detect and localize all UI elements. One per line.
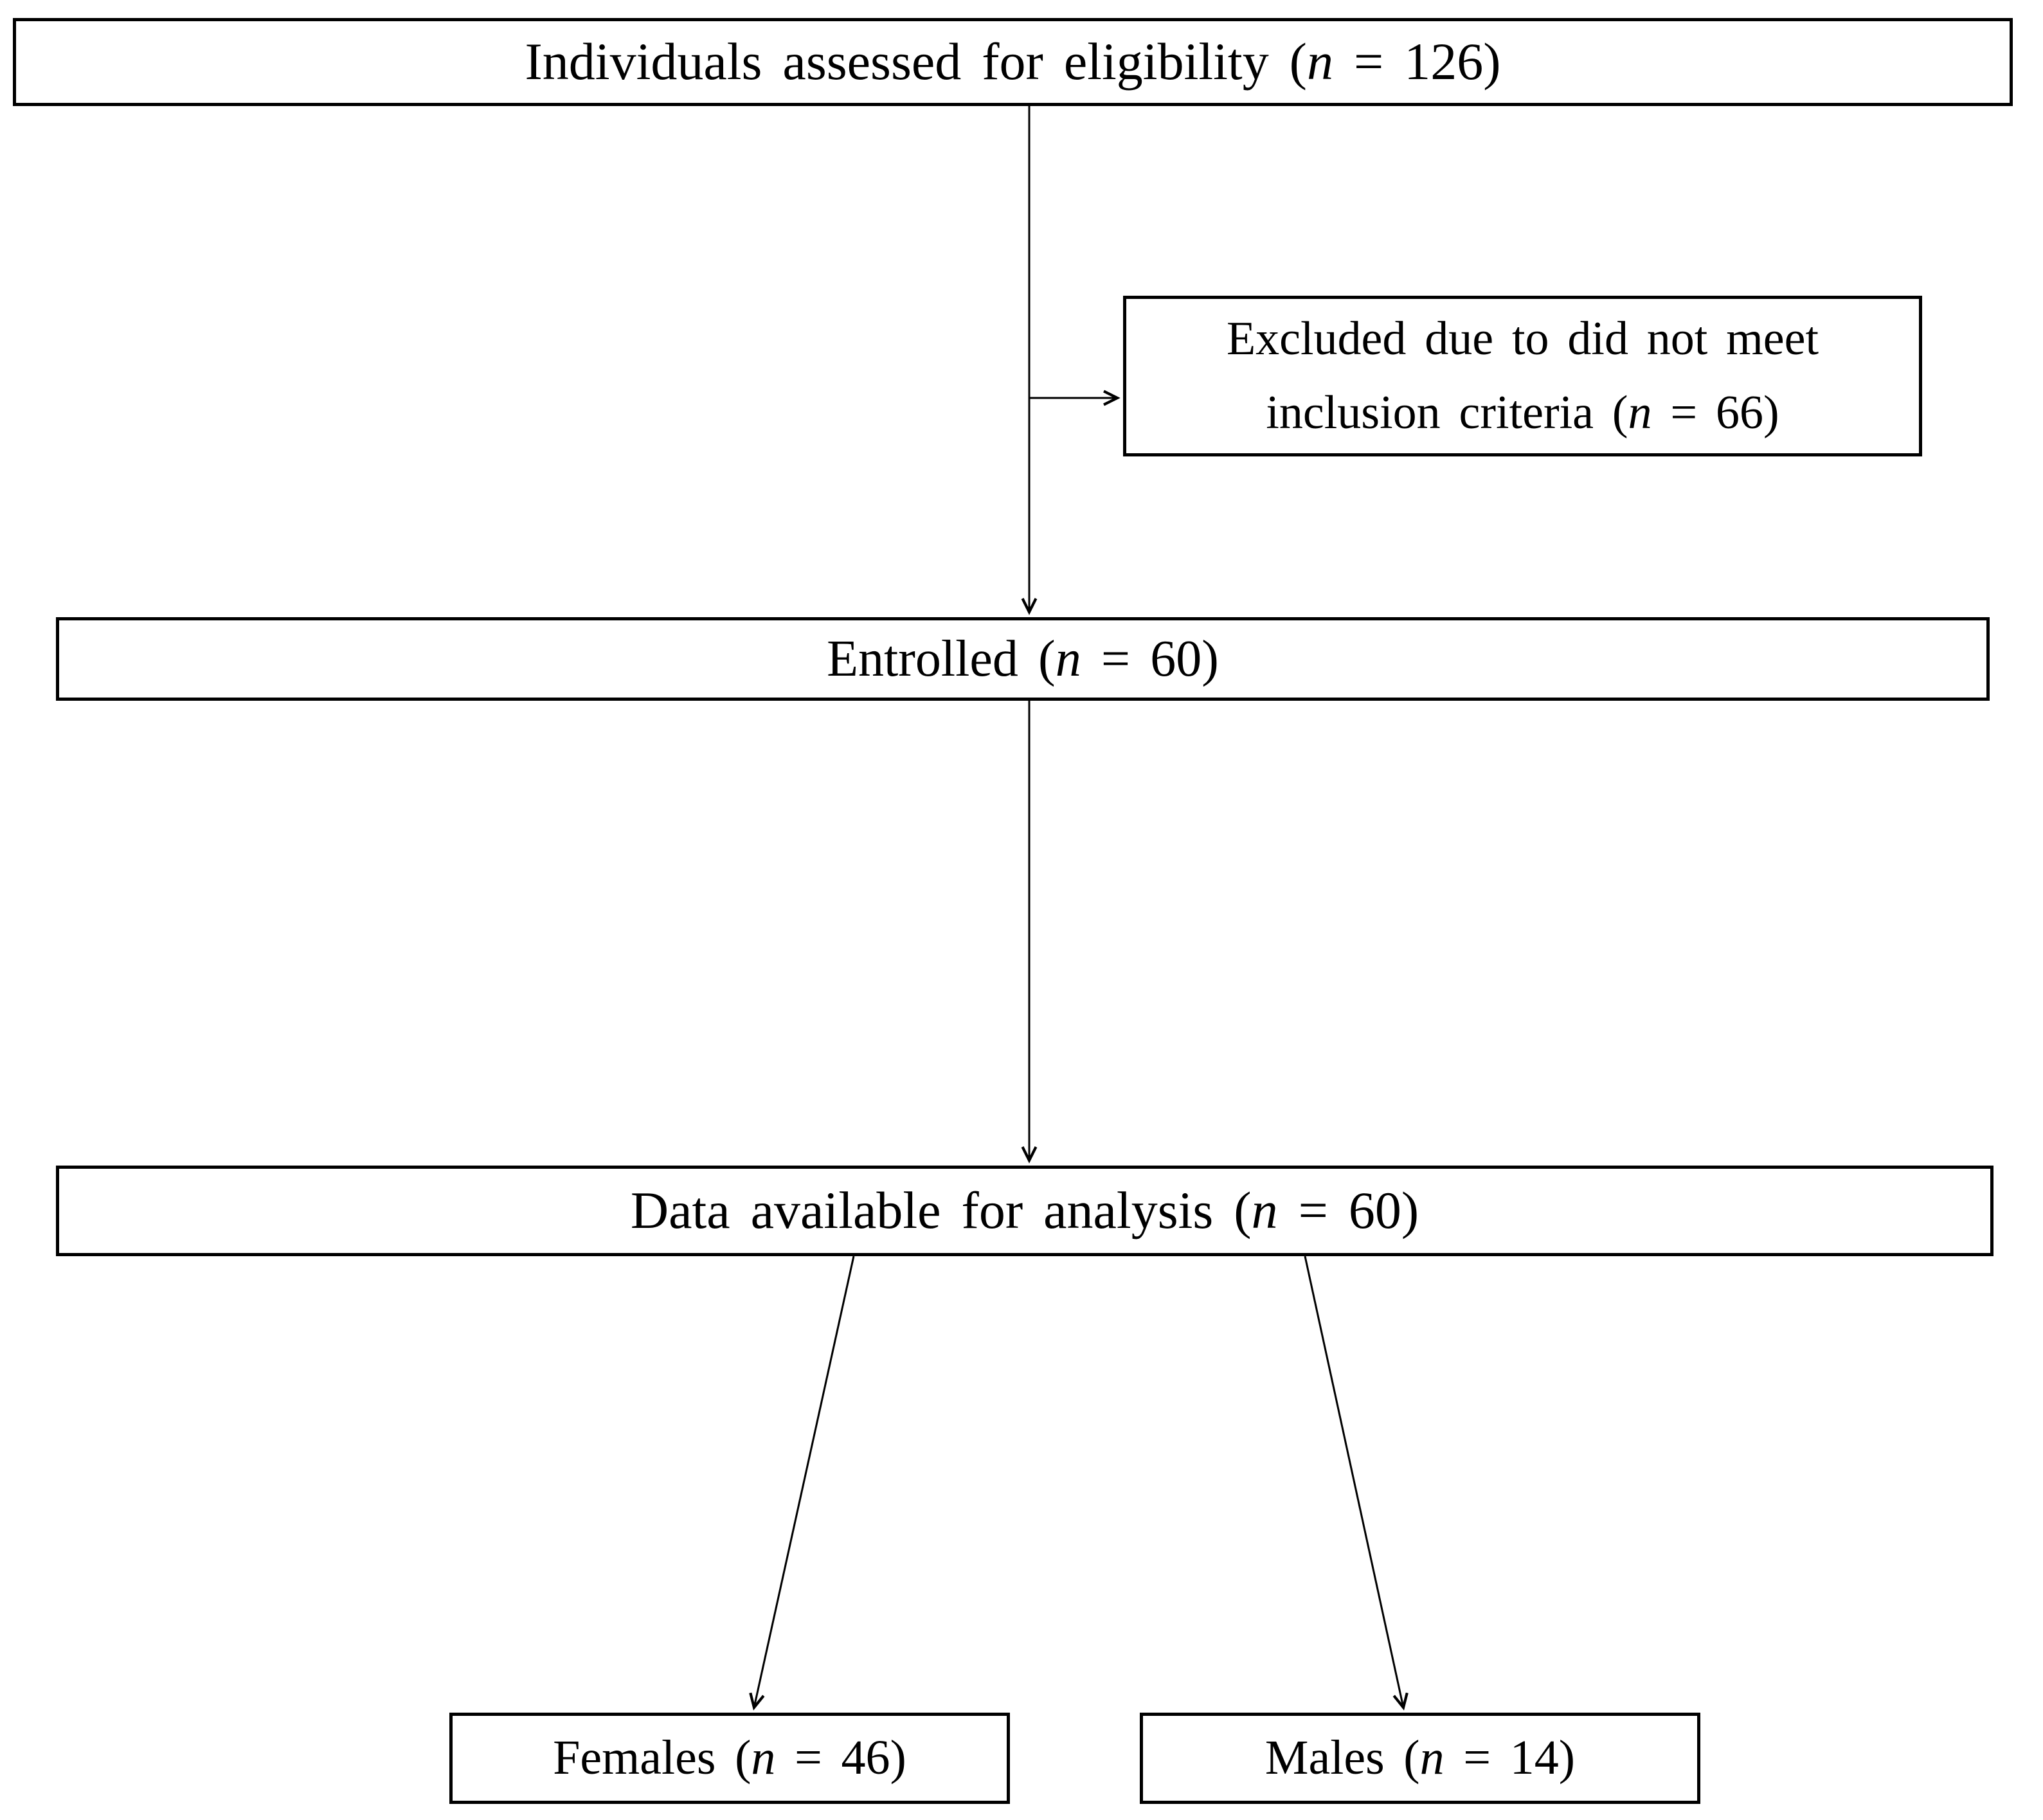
node-excluded-label: Excluded due to did not meet inclusion cr… — [1227, 302, 1819, 449]
node-females: Females (n = 46) — [449, 1713, 1010, 1804]
n-variable: n — [1307, 32, 1333, 91]
label-text: Individuals assessed for eligibility ( — [525, 32, 1307, 91]
label-text: = 14) — [1444, 1731, 1576, 1785]
label-text: Females ( — [553, 1731, 752, 1785]
n-variable: n — [1628, 386, 1652, 439]
node-assessed-for-eligibility: Individuals assessed for eligibility (n … — [13, 18, 2013, 106]
label-text: = 46) — [775, 1731, 906, 1785]
node-enrolled-label: Entrolled (n = 60) — [827, 631, 1219, 687]
n-variable: n — [1251, 1181, 1278, 1240]
n-variable: n — [1055, 631, 1081, 687]
label-text: Data available for analysis ( — [630, 1181, 1252, 1240]
label-text: = 126) — [1333, 32, 1501, 91]
node-analysis-label: Data available for analysis (n = 60) — [631, 1182, 1419, 1239]
label-text: Males ( — [1264, 1731, 1420, 1785]
node-data-available-for-analysis: Data available for analysis (n = 60) — [56, 1166, 1994, 1256]
label-text: = 66) — [1652, 386, 1779, 439]
node-assessed-label: Individuals assessed for eligibility (n … — [525, 33, 1500, 91]
label-text: inclusion criteria ( — [1266, 386, 1628, 439]
node-excluded: Excluded due to did not meet inclusion cr… — [1123, 296, 1922, 456]
n-variable: n — [751, 1731, 776, 1785]
node-males: Males (n = 14) — [1140, 1713, 1700, 1804]
node-males-label: Males (n = 14) — [1265, 1731, 1575, 1785]
connector-analysis-to-females — [754, 1256, 855, 1707]
node-females-label: Females (n = 46) — [553, 1731, 906, 1785]
node-enrolled: Entrolled (n = 60) — [56, 617, 1990, 701]
label-text: = 60) — [1277, 1181, 1419, 1240]
n-variable: n — [1419, 1731, 1444, 1785]
label-text: Excluded due to did not meet — [1226, 312, 1819, 366]
label-text: = 60) — [1081, 631, 1219, 687]
connector-analysis-to-males — [1304, 1256, 1403, 1707]
label-text: Entrolled ( — [827, 631, 1056, 687]
